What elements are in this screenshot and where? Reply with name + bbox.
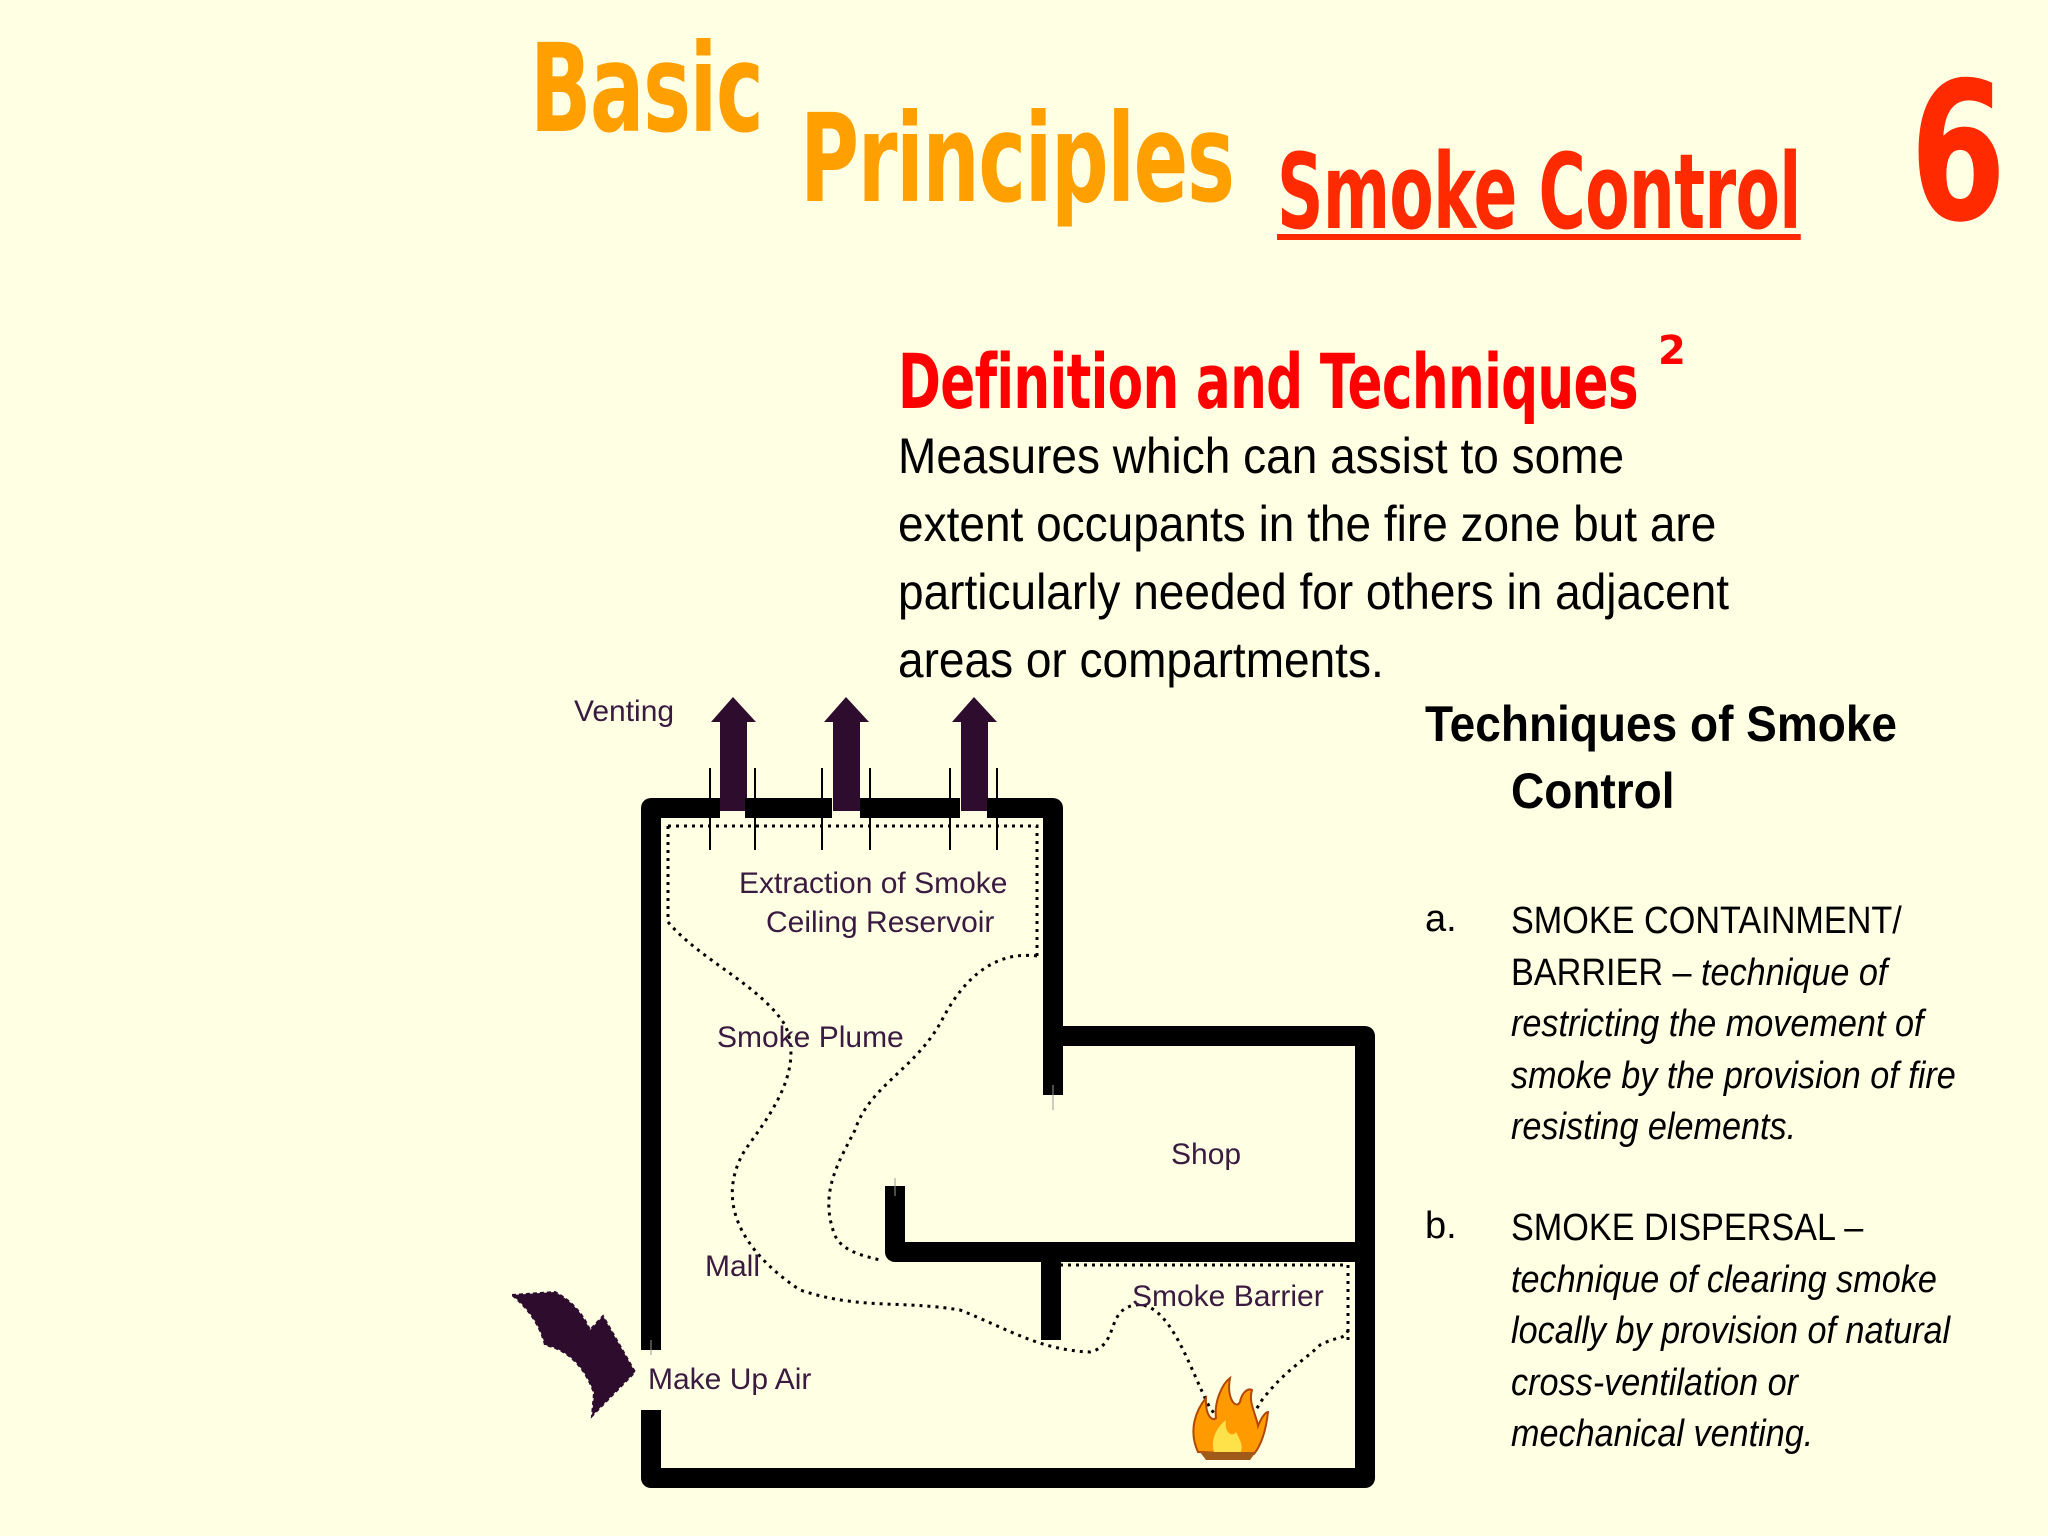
opening-markers (650, 1085, 1054, 1355)
technique-term: SMOKE CONTAINMENT/ BARRIER – (1511, 900, 1902, 994)
shop-inner-wall (885, 1186, 1375, 1262)
venting-arrows (711, 697, 997, 811)
make-up-air-arrow-icon (509, 1290, 637, 1419)
top-wall-segment (987, 798, 1063, 1095)
definition-text: Measures which can assist to some extent… (898, 428, 1730, 688)
chapter-number: 6 (1910, 42, 2007, 265)
mall-label: Mall (705, 1250, 760, 1283)
list-item: SMOKE DISPERSAL – technique of clearing … (1511, 1203, 1979, 1461)
shop-label: Shop (1171, 1138, 1241, 1171)
vent-arrow-icon (824, 697, 869, 811)
technique-description: technique of clearing smoke locally by p… (1511, 1258, 1951, 1456)
extraction-label: Extraction of Smoke (739, 867, 1007, 900)
subtitle-superscript: 2 (1658, 328, 1686, 374)
technique-term: SMOKE DISPERSAL – (1511, 1207, 1864, 1249)
vent-openings (709, 768, 998, 850)
technique-description: technique of restricting the movement of… (1511, 951, 1956, 1149)
list-item: SMOKE CONTAINMENT/ BARRIER – technique o… (1511, 896, 1979, 1154)
shop-outer-wall (641, 1026, 1375, 1488)
section-subtitle: Definition and Techniques (898, 337, 1639, 426)
smoke-barrier-label: Smoke Barrier (1132, 1280, 1324, 1313)
title-principles: Principles (800, 88, 1235, 230)
building-walls (641, 798, 1375, 1488)
title-basic: Basic (530, 18, 764, 160)
make-up-air-label: Make Up Air (648, 1363, 811, 1396)
techniques-heading-continued: Control (1511, 763, 1675, 819)
vent-arrow-icon (711, 697, 756, 811)
vent-arrow-icon (952, 697, 997, 811)
venting-label: Venting (574, 695, 674, 728)
list-marker: b. (1425, 1205, 1457, 1247)
title-topic: Smoke Control (1277, 131, 1801, 253)
smoke-outline (666, 824, 1350, 1426)
list-marker: a. (1425, 898, 1457, 940)
plume-label: Smoke Plume (717, 1021, 904, 1054)
reservoir-label: Ceiling Reservoir (766, 906, 994, 939)
top-wall-segment (641, 798, 720, 1350)
techniques-heading: Techniques of Smoke (1425, 696, 1898, 752)
fire-icon (1192, 1375, 1270, 1460)
